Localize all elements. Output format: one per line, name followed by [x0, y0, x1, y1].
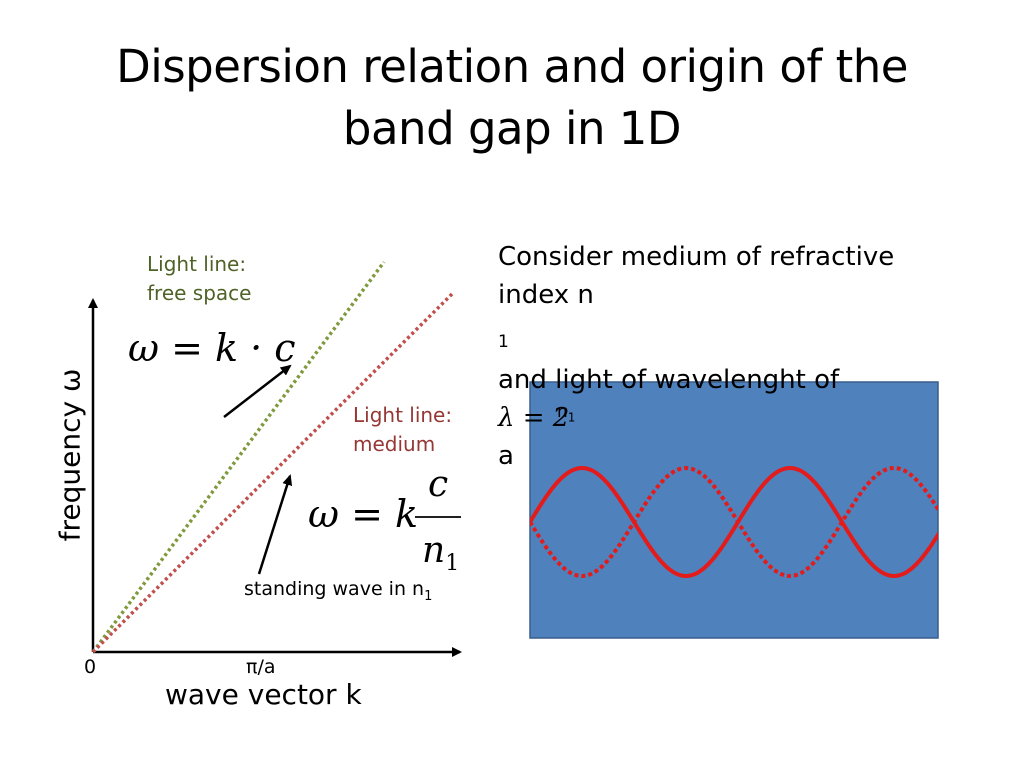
description-line-2: index n 1 [498, 276, 894, 361]
wavelength-text: and light of wavelenght of [498, 365, 840, 396]
medium-label-line-2: medium [353, 432, 436, 456]
free-space-line-label: Light line: free space [147, 250, 251, 308]
description-line-1: Consider medium of refractive [498, 242, 895, 272]
standing-wave-subscript: 1 [424, 588, 433, 604]
free-space-label-line-2: free space [147, 281, 252, 305]
medium-description: Consider medium of refractive index n 1 a… [498, 238, 894, 475]
y-axis-label: frequency ω [53, 368, 87, 542]
equation-medium-denominator: n1 [422, 530, 459, 576]
standing-wave-text: standing wave in n [244, 578, 425, 600]
x-tick-zero: 0 [84, 656, 97, 678]
denominator-n: n [422, 530, 446, 571]
box-n: n [557, 402, 568, 422]
wavelength-unit: a [498, 441, 514, 472]
medium-line-label: Light line: medium [353, 401, 452, 459]
page-title: Dispersion relation and origin of the ba… [40, 36, 984, 160]
title-line-1: Dispersion relation and origin of the [116, 40, 908, 93]
equation-medium-left: ω = k [308, 492, 419, 536]
index-text: index n [498, 280, 594, 310]
description-line-3: and light of wavelenght of λ = 2 a [498, 361, 894, 475]
title-line-2: band gap in 1D [342, 102, 682, 155]
x-axis-label: wave vector k [165, 678, 362, 711]
equation-free-space: ω = k · c [128, 326, 296, 370]
standing-wave-dotted-curve [530, 465, 938, 579]
box-medium-label: n1 [557, 402, 575, 424]
medium-label-line-1: Light line: [353, 403, 453, 427]
medium-light-line [91, 290, 456, 654]
denominator-subscript: 1 [445, 551, 460, 577]
pointer-arrow-standing-wave [257, 474, 293, 575]
box-subscript: 1 [567, 410, 576, 425]
index-subscript: 1 [498, 332, 509, 353]
equation-medium-numerator: c [428, 464, 449, 505]
pointer-arrow-free-space [223, 364, 292, 418]
free-space-label-line-1: Light line: [147, 252, 247, 276]
standing-wave-solid-curve [530, 465, 938, 579]
medium-box [529, 381, 939, 639]
x-tick-pi-over-a: π/a [246, 656, 276, 678]
lambda-equation: λ = 2 [498, 403, 570, 434]
standing-wave-label: standing wave in n1 [244, 578, 432, 604]
